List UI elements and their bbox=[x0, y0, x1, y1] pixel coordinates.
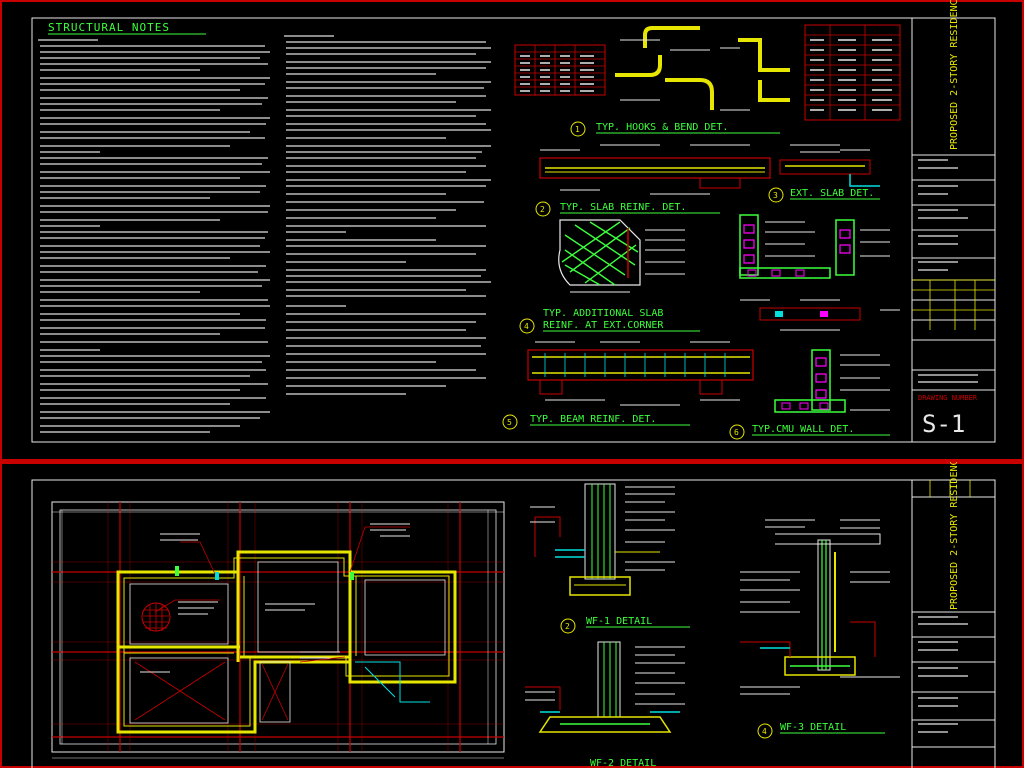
detail-cmu-blocks bbox=[739, 214, 900, 331]
detail-wf2: WF-2 DETAIL bbox=[525, 641, 685, 768]
drawing-sheet-s1: STRUCTURAL NOTES 1 TYP. HOOKS & BEND DET… bbox=[0, 0, 1024, 462]
sheet-s1-canvas: STRUCTURAL NOTES 1 TYP. HOOKS & BEND DET… bbox=[0, 0, 1024, 461]
detail-wf3-title: WF-3 DETAIL bbox=[780, 722, 846, 733]
notes-column-2 bbox=[284, 35, 491, 395]
svg-text:4: 4 bbox=[524, 322, 529, 331]
detail-cmu-wall: 6 TYP.CMU WALL DET. bbox=[729, 349, 890, 440]
detail-ext-slab: 3 EXT. SLAB DET. bbox=[768, 144, 880, 203]
detail-4-title-line1: TYP. ADDITIONAL SLAB bbox=[543, 308, 663, 319]
sheet-number: S-1 bbox=[922, 410, 965, 438]
detail-beam-reinf: 5 TYP. BEAM REINF. DET. bbox=[502, 341, 754, 430]
detail-4-title-line2: REINF. AT EXT.CORNER bbox=[543, 320, 664, 331]
foundation-plan bbox=[51, 501, 505, 759]
detail-2-title: TYP. SLAB REINF. DET. bbox=[560, 202, 686, 213]
detail-slab-reinf: 2 TYP. SLAB REINF. DET. bbox=[535, 144, 771, 217]
title-block-s2: PROPOSED 2-STORY RESIDENCE bbox=[912, 462, 995, 748]
project-title-s2: PROPOSED 2-STORY RESIDENCE bbox=[949, 462, 960, 610]
detail-3-title: EXT. SLAB DET. bbox=[790, 188, 874, 199]
svg-text:DRAWING NUMBER: DRAWING NUMBER bbox=[918, 394, 978, 402]
sheet-separator bbox=[0, 460, 1024, 463]
sheet-s2-canvas: 2 WF-1 DETAIL WF-2 DETAIL 4 WF-3 DETAIL bbox=[0, 462, 1024, 768]
svg-text:5: 5 bbox=[507, 418, 512, 427]
detail-wf2-title: WF-2 DETAIL bbox=[590, 758, 656, 768]
detail-wf1: 2 WF-1 DETAIL bbox=[530, 483, 690, 634]
drawing-sheet-s2: 2 WF-1 DETAIL WF-2 DETAIL 4 WF-3 DETAIL bbox=[0, 462, 1024, 768]
notes-column-1 bbox=[38, 39, 270, 433]
svg-text:3: 3 bbox=[773, 191, 778, 200]
detail-wf1-title: WF-1 DETAIL bbox=[586, 616, 652, 627]
detail-wf3: 4 WF-3 DETAIL bbox=[740, 519, 900, 739]
drawing-frame-s2 bbox=[31, 479, 996, 768]
svg-text:2: 2 bbox=[565, 622, 570, 631]
project-title-s1: PROPOSED 2-STORY RESIDENCE bbox=[949, 0, 960, 150]
detail-6-title: TYP.CMU WALL DET. bbox=[752, 424, 854, 435]
title-block-s1: PROPOSED 2-STORY RESIDENCE DRAWING NUMBE… bbox=[912, 0, 995, 438]
detail-1-title: TYP. HOOKS & BEND DET. bbox=[596, 122, 728, 133]
svg-text:4: 4 bbox=[762, 727, 767, 736]
svg-text:2: 2 bbox=[540, 205, 545, 214]
notes-title: STRUCTURAL NOTES bbox=[48, 21, 170, 34]
svg-text:1: 1 bbox=[575, 125, 580, 134]
svg-text:6: 6 bbox=[734, 428, 739, 437]
detail-hooks-bend: 1 TYP. HOOKS & BEND DET. bbox=[514, 24, 901, 137]
detail-5-title: TYP. BEAM REINF. DET. bbox=[530, 414, 656, 425]
detail-additional-slab-reinf: 4 TYP. ADDITIONAL SLAB REINF. AT EXT.COR… bbox=[519, 219, 700, 334]
